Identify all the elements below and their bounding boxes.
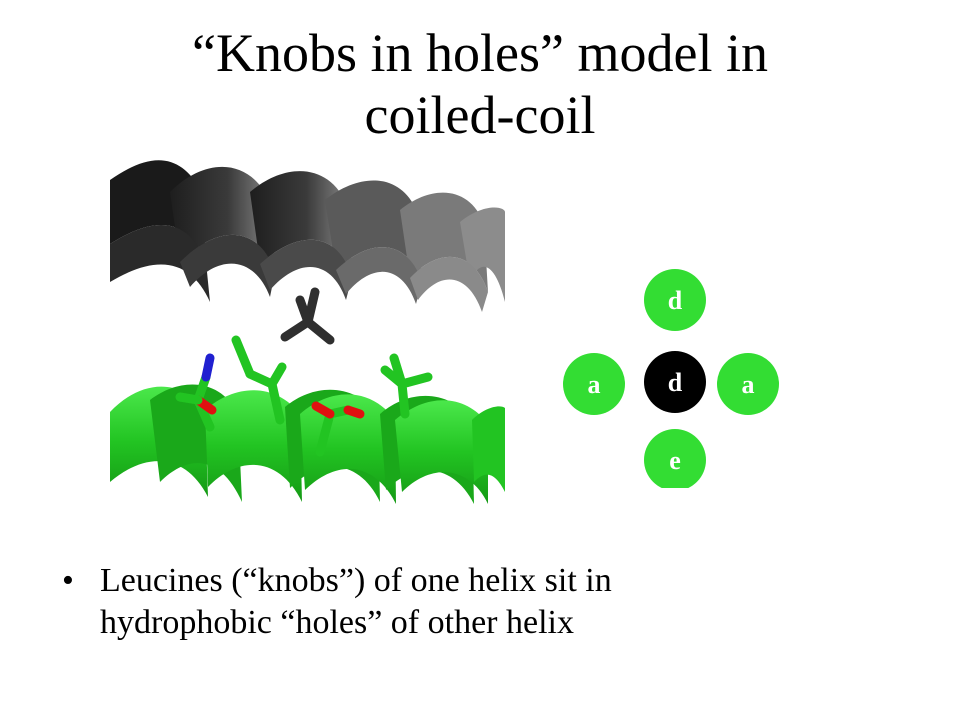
- bullet-text-line-2: hydrophobic “holes” of other helix: [100, 604, 574, 641]
- position-circle: [644, 351, 706, 413]
- bullet-item: • Leucines (“knobs”) of one helix sit in…: [58, 560, 918, 644]
- position-circle: [717, 353, 779, 415]
- position-a-left: a: [563, 353, 625, 415]
- position-circle: [644, 429, 706, 488]
- position-a-right: a: [717, 353, 779, 415]
- position-circle: [563, 353, 625, 415]
- position-label: d: [668, 286, 683, 315]
- bullet-marker: •: [62, 562, 74, 599]
- position-d-top: d: [644, 269, 706, 331]
- position-label: e: [669, 446, 681, 475]
- bullet-text-line-1: Leucines (“knobs”) of one helix sit in: [100, 562, 612, 599]
- slide-title: “Knobs in holes” model in coiled-coil: [80, 22, 880, 146]
- position-label: a: [588, 370, 601, 399]
- coiled-coil-structure-image: [110, 160, 505, 504]
- green-helix: [110, 384, 505, 504]
- dark-side-chain: [280, 287, 335, 345]
- position-circle: [644, 269, 706, 331]
- position-label: d: [668, 368, 683, 397]
- position-e-bottom: e: [644, 429, 706, 488]
- green-side-chains: [175, 335, 433, 457]
- dark-helix: [110, 160, 505, 312]
- bullet-list: • Leucines (“knobs”) of one helix sit in…: [58, 560, 918, 644]
- heptad-position-diagram: d a d a e: [563, 269, 779, 488]
- title-line-2: coiled-coil: [364, 85, 596, 145]
- title-line-1: “Knobs in holes” model in: [192, 23, 768, 83]
- position-label: a: [742, 370, 755, 399]
- position-d-center: d: [644, 351, 706, 413]
